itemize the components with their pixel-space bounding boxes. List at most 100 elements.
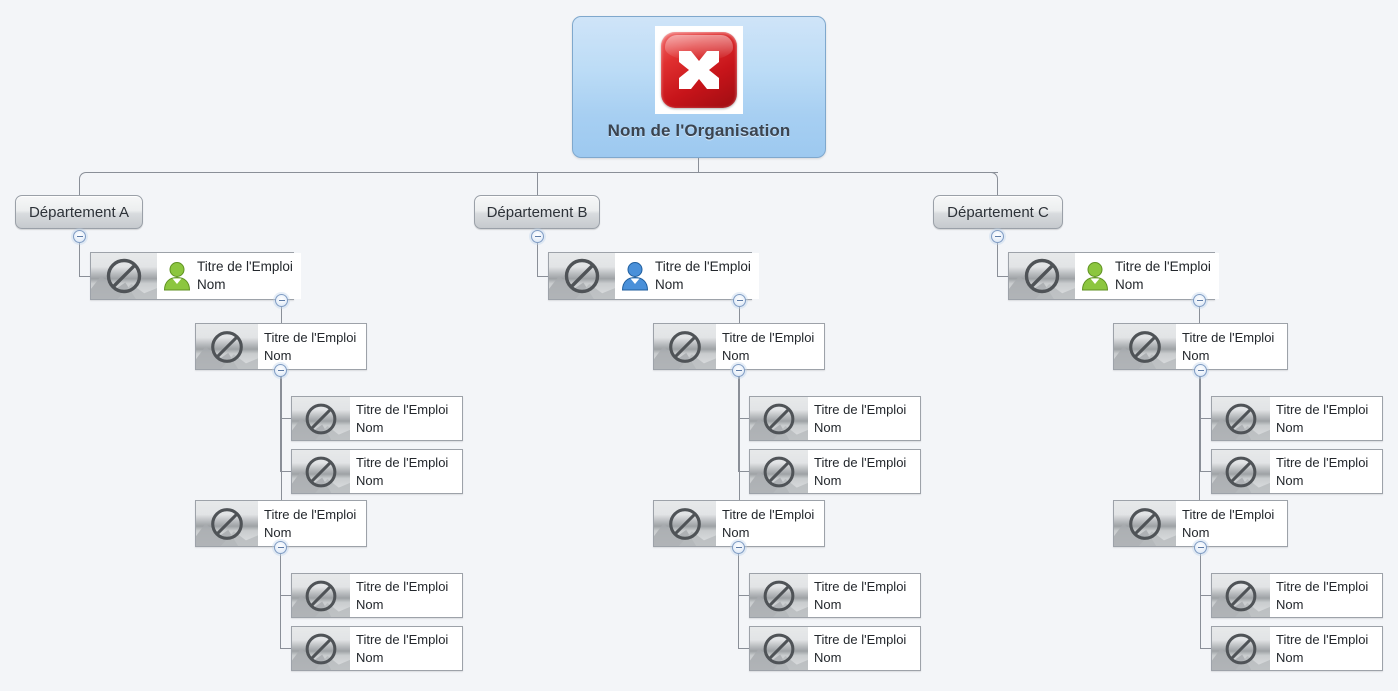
collapse-toggle-dept-c[interactable]: [991, 230, 1004, 243]
employee-job-title: Titre de l'Emploi: [814, 401, 907, 417]
connector-drop-dept-b: [537, 172, 538, 196]
employee-card-c-mgr-2[interactable]: Titre de l'Emploi Nom: [1113, 500, 1288, 547]
collapse-toggle-b-mgr-1[interactable]: [732, 364, 745, 377]
employee-card-c-m1-r1[interactable]: Titre de l'Emploi Nom: [1211, 396, 1383, 441]
department-node-a[interactable]: Département A: [15, 195, 143, 229]
employee-name: Nom: [1182, 347, 1210, 363]
employee-job-title: Titre de l'Emploi: [814, 454, 907, 470]
employee-job-title: Titre de l'Emploi: [1276, 454, 1369, 470]
employee-job-title: Titre de l'Emploi: [356, 578, 449, 594]
connector-branch-dept-a-lead: [79, 276, 90, 277]
collapse-toggle-c-mgr-1[interactable]: [1194, 364, 1207, 377]
employee-name: Nom: [1276, 649, 1304, 665]
employee-name: Nom: [356, 419, 384, 435]
employee-job-title: Titre de l'Emploi: [356, 631, 449, 647]
connector-spine-b-mgr-1: [738, 377, 739, 471]
connector-branch-dept-b-lead: [537, 276, 548, 277]
employee-name: Nom: [722, 347, 750, 363]
collapse-toggle-lead-a[interactable]: [275, 294, 288, 307]
employee-job-title: Titre de l'Emploi: [814, 631, 907, 647]
employee-card-a-m1-r1[interactable]: Titre de l'Emploi Nom: [291, 396, 463, 441]
employee-name: Nom: [356, 649, 384, 665]
connector-corner-dept-c: [990, 172, 998, 181]
collapse-toggle-lead-b[interactable]: [733, 294, 746, 307]
employee-name: Nom: [1182, 524, 1210, 540]
person-icon-blue: [621, 262, 649, 291]
connector-branch-c-m1-r1: [1200, 418, 1211, 419]
collapse-toggle-a-mgr-2[interactable]: [274, 541, 287, 554]
connector-branch-c-m1-r2: [1200, 471, 1211, 472]
no-photo-icon: [750, 450, 808, 493]
no-photo-icon: [750, 397, 808, 440]
employee-card-c-m2-r1[interactable]: Titre de l'Emploi Nom: [1211, 573, 1383, 618]
employee-name: Nom: [814, 596, 842, 612]
employee-job-title: Titre de l'Emploi: [1276, 631, 1369, 647]
connector-spine-a-mgr-2: [280, 554, 281, 648]
collapse-toggle-dept-b[interactable]: [531, 230, 544, 243]
employee-name: Nom: [814, 419, 842, 435]
no-photo-icon: [750, 627, 808, 670]
employee-card-lead-b[interactable]: Titre de l'Emploi Nom: [548, 252, 759, 300]
connector-branch-dept-c-lead: [997, 276, 1008, 277]
employee-card-a-m2-r2[interactable]: Titre de l'Emploi Nom: [291, 626, 463, 671]
employee-card-b-m1-r1[interactable]: Titre de l'Emploi Nom: [749, 396, 921, 441]
no-photo-icon: [1212, 397, 1270, 440]
employee-card-lead-a[interactable]: Titre de l'Emploi Nom: [90, 252, 301, 300]
no-photo-icon: [1114, 501, 1176, 546]
collapse-toggle-a-mgr-1[interactable]: [274, 364, 287, 377]
connector-corner-dept-a: [79, 172, 87, 181]
employee-card-b-m2-r2[interactable]: Titre de l'Emploi Nom: [749, 626, 921, 671]
connector-branch-b-m1-r1: [738, 418, 749, 419]
employee-card-a-mgr-1[interactable]: Titre de l'Emploi Nom: [195, 323, 367, 370]
employee-name: Nom: [1276, 596, 1304, 612]
employee-job-title: Titre de l'Emploi: [264, 506, 357, 522]
employee-card-b-m2-r1[interactable]: Titre de l'Emploi Nom: [749, 573, 921, 618]
collapse-toggle-b-mgr-2[interactable]: [732, 541, 745, 554]
employee-card-a-m2-r1[interactable]: Titre de l'Emploi Nom: [291, 573, 463, 618]
connector-spine-dept-a: [79, 243, 80, 276]
employee-card-c-m2-r2[interactable]: Titre de l'Emploi Nom: [1211, 626, 1383, 671]
person-icon-green: [163, 262, 191, 291]
employee-name: Nom: [356, 472, 384, 488]
no-photo-icon: [654, 324, 716, 369]
no-photo-icon: [292, 397, 350, 440]
department-node-b[interactable]: Département B: [474, 195, 600, 229]
employee-job-title: Titre de l'Emploi: [1276, 401, 1369, 417]
collapse-toggle-lead-c[interactable]: [1193, 294, 1206, 307]
employee-job-title: Titre de l'Emploi: [814, 578, 907, 594]
no-photo-icon: [292, 450, 350, 493]
collapse-toggle-c-mgr-2[interactable]: [1194, 541, 1207, 554]
employee-job-title: Titre de l'Emploi: [1115, 258, 1211, 274]
employee-card-a-mgr-2[interactable]: Titre de l'Emploi Nom: [195, 500, 367, 547]
employee-job-title: Titre de l'Emploi: [356, 454, 449, 470]
employee-name: Nom: [814, 649, 842, 665]
no-photo-icon: [654, 501, 716, 546]
no-photo-icon: [1212, 627, 1270, 670]
employee-card-a-m1-r2[interactable]: Titre de l'Emploi Nom: [291, 449, 463, 494]
no-photo-icon: [292, 574, 350, 617]
employee-job-title: Titre de l'Emploi: [722, 329, 815, 345]
root-node-organisation[interactable]: Nom de l'Organisation: [572, 16, 826, 158]
connector-branch-a-m2-r1: [280, 595, 291, 596]
employee-card-b-mgr-2[interactable]: Titre de l'Emploi Nom: [653, 500, 825, 547]
connector-branch-a-m1-r1: [280, 418, 291, 419]
employee-name: Nom: [264, 347, 292, 363]
connector-spine-a-mgr-1: [280, 377, 281, 471]
employee-card-b-mgr-1[interactable]: Titre de l'Emploi Nom: [653, 323, 825, 370]
collapse-toggle-dept-a[interactable]: [73, 230, 86, 243]
employee-card-lead-c[interactable]: Titre de l'Emploi Nom: [1008, 252, 1219, 300]
employee-card-c-m1-r2[interactable]: Titre de l'Emploi Nom: [1211, 449, 1383, 494]
no-photo-icon: [1212, 450, 1270, 493]
no-photo-icon: [1114, 324, 1176, 369]
root-node-title: Nom de l'Organisation: [607, 121, 791, 140]
no-photo-icon: [1212, 574, 1270, 617]
employee-name: Nom: [1276, 472, 1304, 488]
department-node-c[interactable]: Département C: [933, 195, 1063, 229]
connector-branch-b-m2-r1: [738, 595, 749, 596]
employee-card-b-m1-r2[interactable]: Titre de l'Emploi Nom: [749, 449, 921, 494]
employee-card-c-mgr-1[interactable]: Titre de l'Emploi Nom: [1113, 323, 1288, 370]
connector-spine-c-mgr-2: [1200, 554, 1201, 648]
connector-spine-lead-c: [1199, 307, 1200, 529]
connector-root-stem: [698, 158, 699, 173]
employee-name: Nom: [264, 524, 292, 540]
